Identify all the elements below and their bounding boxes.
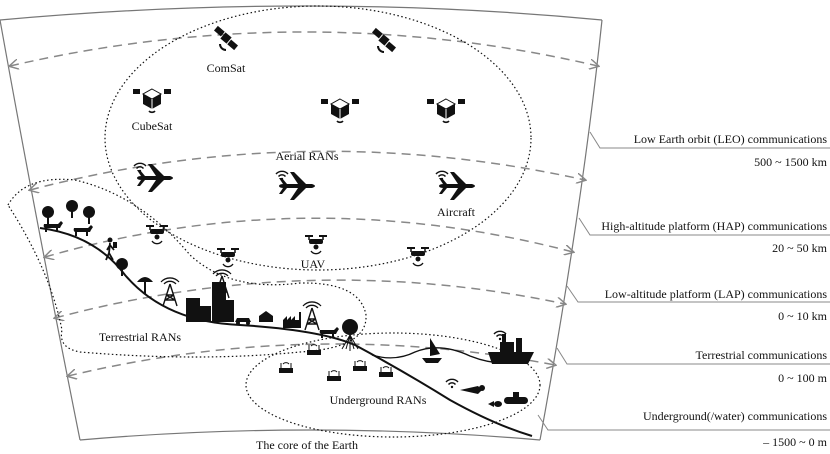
comsat-label: ComSat [207, 61, 246, 75]
sailboat-icon [422, 338, 442, 363]
tree-icon [42, 206, 54, 224]
submarine-icon [504, 392, 528, 404]
sensor-node-icon [352, 360, 368, 372]
layer-leo-name: Low Earth orbit (LEO) communications [634, 132, 828, 146]
cubesat-label: CubeSat [132, 119, 173, 133]
layer-underground-name: Underground(/water) communications [643, 409, 827, 423]
tree-icon [116, 258, 128, 276]
person-icon [105, 237, 117, 261]
diver-icon [460, 385, 485, 394]
layer-underground-range: – 1500 ~ 0 m [762, 435, 827, 449]
layer-terrestrial-name: Terrestrial communications [696, 348, 828, 362]
tree-icon [83, 206, 95, 224]
layer-leo-range: 500 ~ 1500 km [754, 155, 827, 169]
drone-icon [304, 235, 328, 255]
sensor-node-icon [326, 370, 342, 382]
tree-roots-icon [341, 319, 359, 351]
aerial-rans-label: Aerial RANs [276, 149, 339, 163]
aerial-rans-region [104, 5, 532, 271]
animal-icon [73, 225, 93, 236]
uav-label: UAV [301, 257, 326, 271]
earth-core-label: The core of the Earth [256, 438, 358, 452]
satellite-icon [212, 24, 240, 52]
layer-lap-name: Low-altitude platform (LAP) communicatio… [605, 287, 828, 301]
sensor-node-icon [306, 344, 322, 356]
layer-hap-name: High-altitude platform (HAP) communicati… [601, 219, 827, 233]
satellite-dish-icon [137, 277, 153, 294]
wifi-icon [445, 378, 459, 389]
cubesat-icon [426, 98, 466, 124]
terrestrial-rans-region [7, 178, 367, 358]
drone-icon [216, 248, 240, 268]
underground-rans-label: Underground RANs [330, 393, 427, 407]
factory-icon [283, 312, 301, 328]
sensor-node-icon [378, 366, 394, 378]
layer-terrestrial-range: 0 ~ 100 m [778, 371, 827, 385]
cubesat-icon [320, 98, 360, 124]
drone-icon [145, 225, 169, 245]
satellite-icon [370, 26, 398, 54]
car-icon [235, 318, 251, 325]
tree-icon [66, 200, 78, 218]
layer-lap-range: 0 ~ 10 km [778, 309, 827, 323]
cubesat-icon [132, 88, 172, 114]
aircraft-label: Aircraft [437, 205, 476, 219]
ship-icon [488, 334, 534, 364]
layer-hap-range: 20 ~ 50 km [772, 241, 827, 255]
sensor-node-icon [278, 362, 294, 374]
antenna-tower-icon [302, 301, 322, 331]
fish-icon [488, 401, 502, 407]
house-icon [259, 311, 273, 322]
terrestrial-rans-label: Terrestrial RANs [99, 330, 181, 344]
underground-rans-region [245, 332, 541, 438]
